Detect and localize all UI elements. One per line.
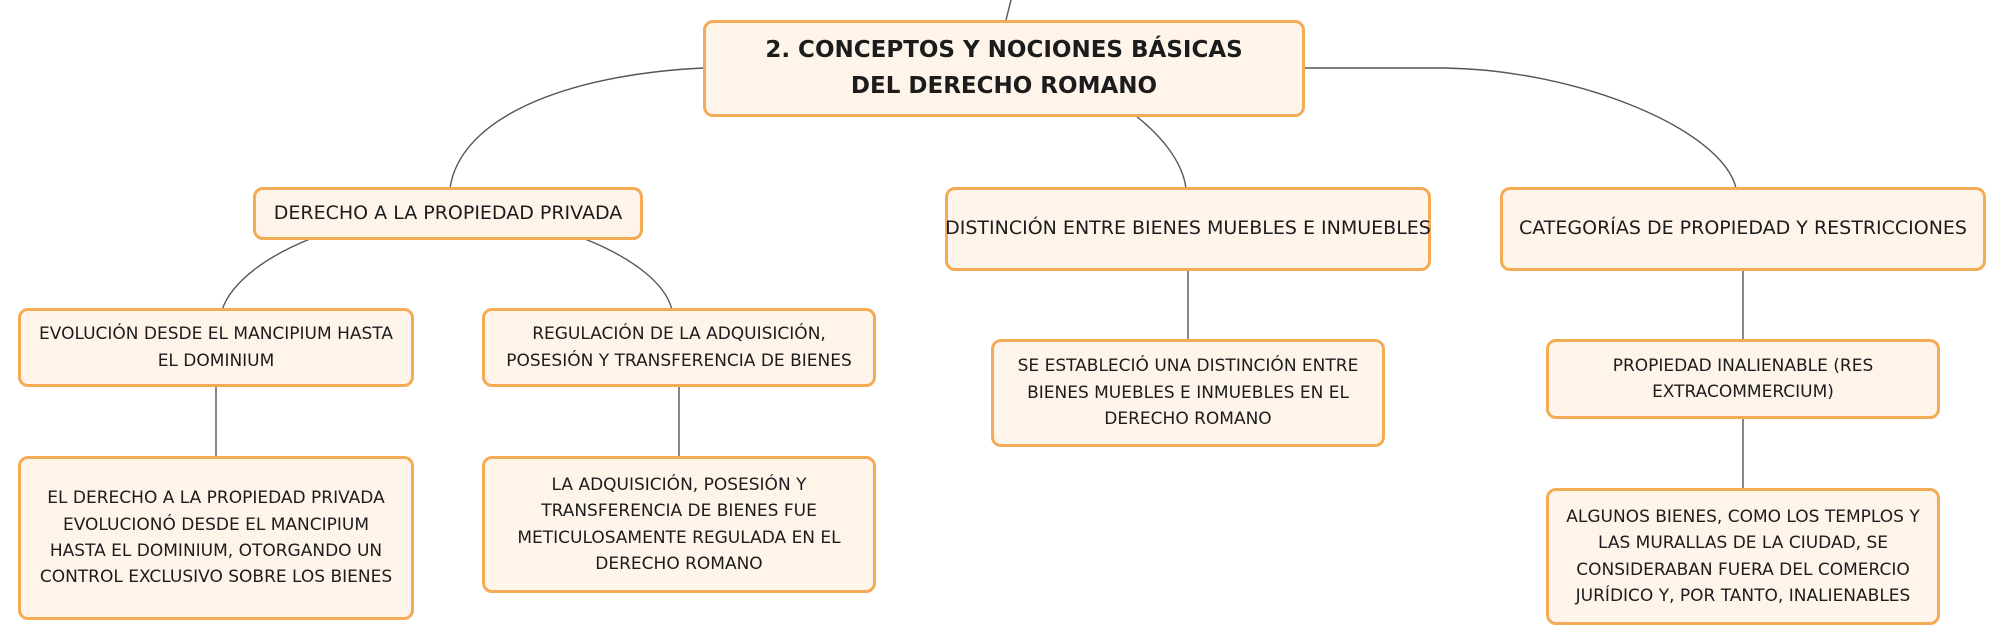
node-regulacion-adquisicion[interactable]: REGULACIÓN DE LA ADQUISICIÓN, POSESIÓN Y… <box>482 308 876 387</box>
node-label: PROPIEDAD INALIENABLE (RES EXTRACOMMERCI… <box>1612 355 1874 402</box>
connector-root-categorias <box>1305 67 1737 189</box>
node-evolucion-mancipium[interactable]: EVOLUCIÓN DESDE EL MANCIPIUM HASTA EL DO… <box>18 308 414 387</box>
connector-root-propiedad <box>449 67 704 189</box>
branch-label: DISTINCIÓN ENTRE BIENES MUEBLES E INMUEB… <box>945 217 1431 240</box>
branch-categorias-propiedad[interactable]: CATEGORÍAS DE PROPIEDAD Y RESTRICCIONES <box>1500 187 1986 271</box>
node-propiedad-inalienable[interactable]: PROPIEDAD INALIENABLE (RES EXTRACOMMERCI… <box>1546 339 1940 419</box>
branch-label: DERECHO A LA PROPIEDAD PRIVADA <box>273 201 623 224</box>
node-label: EVOLUCIÓN DESDE EL MANCIPIUM HASTA EL DO… <box>39 324 393 371</box>
node-distincion-establecida[interactable]: SE ESTABLECIÓ UNA DISTINCIÓN ENTRE BIENE… <box>991 339 1385 447</box>
root-node-label: 2. CONCEPTOS Y NOCIONES BÁSICAS DEL DERE… <box>765 36 1243 99</box>
node-inalienable-detail[interactable]: ALGUNOS BIENES, COMO LOS TEMPLOS Y LAS M… <box>1546 488 1940 625</box>
node-label: SE ESTABLECIÓ UNA DISTINCIÓN ENTRE BIENE… <box>1017 356 1359 430</box>
node-label: LA ADQUISICIÓN, POSESIÓN Y TRANSFERENCIA… <box>517 474 841 574</box>
node-label: ALGUNOS BIENES, COMO LOS TEMPLOS Y LAS M… <box>1566 506 1920 606</box>
connector-root-parent <box>1005 0 1012 21</box>
node-regulacion-detail[interactable]: LA ADQUISICIÓN, POSESIÓN Y TRANSFERENCIA… <box>482 456 876 593</box>
node-evolucion-detail[interactable]: EL DERECHO A LA PROPIEDAD PRIVADA EVOLUC… <box>18 456 414 620</box>
branch-derecho-propiedad-privada[interactable]: DERECHO A LA PROPIEDAD PRIVADA <box>253 187 643 240</box>
node-label: REGULACIÓN DE LA ADQUISICIÓN, POSESIÓN Y… <box>506 324 852 371</box>
connector-propiedad-evolucion <box>221 238 311 311</box>
branch-distincion-bienes[interactable]: DISTINCIÓN ENTRE BIENES MUEBLES E INMUEB… <box>945 187 1431 271</box>
connector-propiedad-regulacion <box>584 238 673 311</box>
connector-root-distincion <box>1135 115 1187 189</box>
root-node[interactable]: 2. CONCEPTOS Y NOCIONES BÁSICAS DEL DERE… <box>703 20 1305 117</box>
node-label: EL DERECHO A LA PROPIEDAD PRIVADA EVOLUC… <box>39 488 393 588</box>
branch-label: CATEGORÍAS DE PROPIEDAD Y RESTRICCIONES <box>1519 217 1967 240</box>
